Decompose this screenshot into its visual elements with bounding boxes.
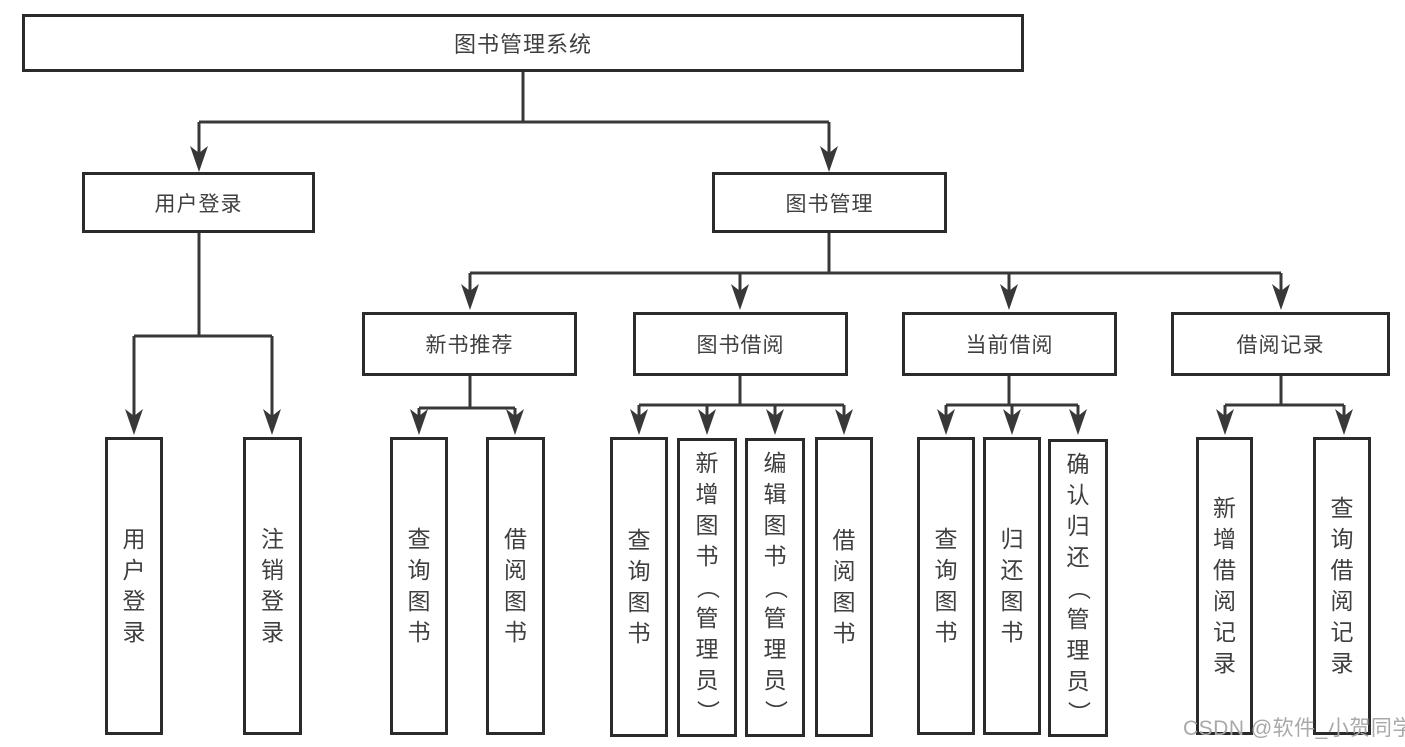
leaf-borrow-add-books-admin: 新增图书（管理员） — [677, 438, 737, 737]
node-borrowing-records: 借阅记录 — [1171, 312, 1390, 376]
node-user-login: 用户登录 — [82, 172, 315, 233]
node-book-borrowing: 图书借阅 — [633, 312, 848, 376]
leaf-current-return-books: 归还图书 — [983, 437, 1041, 735]
leaf-newrec-borrow-books: 借阅图书 — [486, 437, 545, 735]
node-library-management-system: 图书管理系统 — [22, 14, 1024, 72]
leaf-current-confirm-return-admin: 确认归还（管理员） — [1048, 439, 1108, 737]
leaf-logout: 注销登录 — [243, 437, 302, 735]
watermark: CSDN @软件_小贺同学 — [1183, 717, 1405, 740]
leaf-borrow-borrow-books: 借阅图书 — [815, 437, 873, 737]
leaf-newrec-query-books: 查询图书 — [390, 437, 448, 735]
node-new-book-recommendation: 新书推荐 — [362, 312, 577, 376]
leaf-records-query-record: 查询借阅记录 — [1313, 437, 1371, 735]
leaf-current-query-books: 查询图书 — [917, 437, 975, 735]
leaf-borrow-query-books: 查询图书 — [610, 437, 668, 737]
node-current-borrowing: 当前借阅 — [902, 312, 1117, 376]
leaf-records-add-record: 新增借阅记录 — [1196, 437, 1253, 735]
node-book-management: 图书管理 — [712, 172, 947, 233]
leaf-user-login: 用户登录 — [105, 437, 163, 735]
leaf-borrow-edit-books-admin: 编辑图书（管理员） — [745, 438, 805, 737]
